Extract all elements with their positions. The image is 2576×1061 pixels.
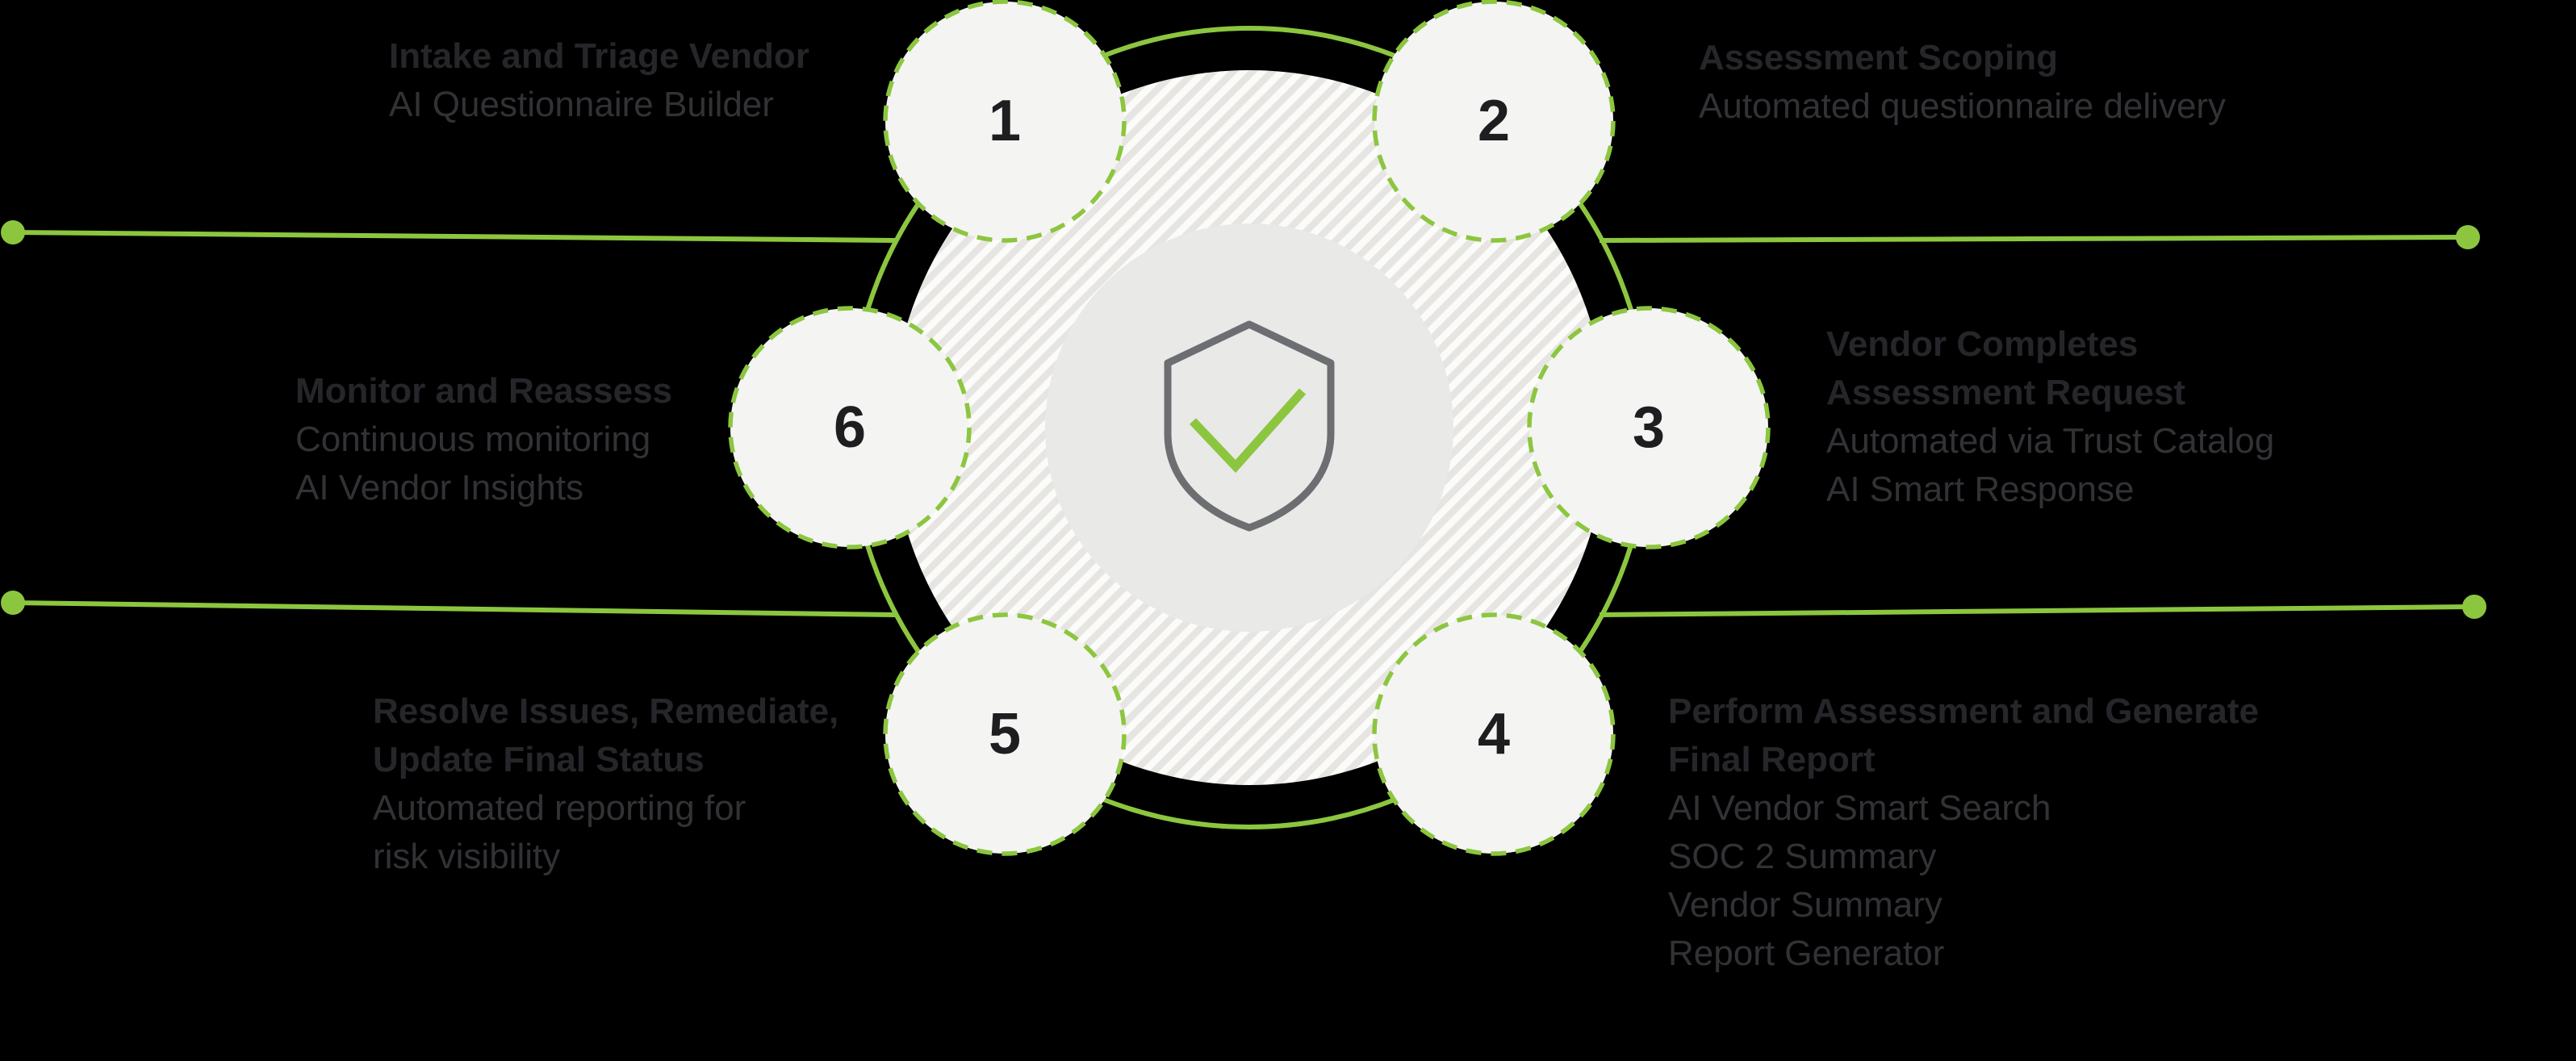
step-title-line: Assessment Request (1826, 373, 2186, 412)
step-1-circle (883, 0, 1127, 243)
step-title-line: Vendor Completes (1826, 324, 2139, 364)
shield-outline (1164, 320, 1335, 532)
step-title-line: Perform Assessment and Generate (1668, 691, 2259, 731)
step-4-number: 4 (1477, 702, 1511, 767)
line-endpoint-dot (1, 220, 25, 244)
step-title-line: Resolve Issues, Remediate, (373, 691, 839, 731)
step-3-number: 3 (1632, 395, 1666, 460)
step-5-circle (883, 612, 1127, 856)
step-title-line: Update Final Status (373, 740, 705, 779)
step-2-number: 2 (1477, 89, 1511, 153)
step-body-line: Automated questionnaire delivery (1699, 86, 2227, 126)
step-5-label: Resolve Issues, Remediate, Update Final … (373, 687, 838, 881)
step-3-label: Vendor Completes Assessment Request Auto… (1826, 320, 2274, 514)
step-1-number: 1 (988, 89, 1022, 153)
step-body-line: Vendor Summary (1668, 885, 1942, 925)
shield-check-icon (1164, 320, 1335, 532)
step-title-line: Intake and Triage Vendor (389, 36, 809, 76)
step-6-label: Monitor and Reassess Continuous monitori… (295, 367, 672, 512)
step-body-line: AI Smart Response (1826, 470, 2135, 509)
step-title-line: Monitor and Reassess (295, 371, 673, 411)
step-5-number: 5 (988, 702, 1022, 767)
step-body-line: AI Vendor Insights (295, 468, 584, 508)
step-body-line: Report Generator (1668, 934, 1945, 973)
step-body-line: Automated reporting for (373, 788, 746, 828)
step-body-line: Automated via Trust Catalog (1826, 421, 2275, 461)
step-2-label: Assessment Scoping Automated questionnai… (1699, 34, 2226, 131)
step-body-line: risk visibility (373, 837, 561, 876)
step-1-label: Intake and Triage Vendor AI Questionnair… (389, 32, 809, 129)
connector-line-bottom-right (1599, 604, 2475, 617)
step-3-circle (1527, 306, 1771, 549)
line-endpoint-dot (2462, 595, 2486, 619)
step-title-line: Assessment Scoping (1699, 38, 2059, 77)
step-body-line: AI Questionnaire Builder (389, 85, 774, 124)
step-title-line: Final Report (1668, 740, 1876, 779)
inner-disc (1045, 223, 1453, 632)
connector-line-top-right (1599, 235, 2469, 243)
step-4-label: Perform Assessment and Generate Final Re… (1668, 687, 2259, 978)
step-body-line: SOC 2 Summary (1668, 837, 1937, 876)
line-endpoint-dot (1, 591, 25, 615)
line-endpoint-dot (2456, 225, 2480, 249)
check-mark (1190, 388, 1307, 474)
step-body-line: Continuous monitoring (295, 420, 651, 459)
step-2-circle (1372, 0, 1616, 243)
step-6-circle (728, 306, 972, 549)
step-4-circle (1372, 612, 1616, 856)
step-body-line: AI Vendor Smart Search (1668, 788, 2051, 828)
connector-line-top-left (12, 230, 897, 243)
connector-line-bottom-left (12, 600, 897, 617)
step-6-number: 6 (833, 395, 867, 460)
